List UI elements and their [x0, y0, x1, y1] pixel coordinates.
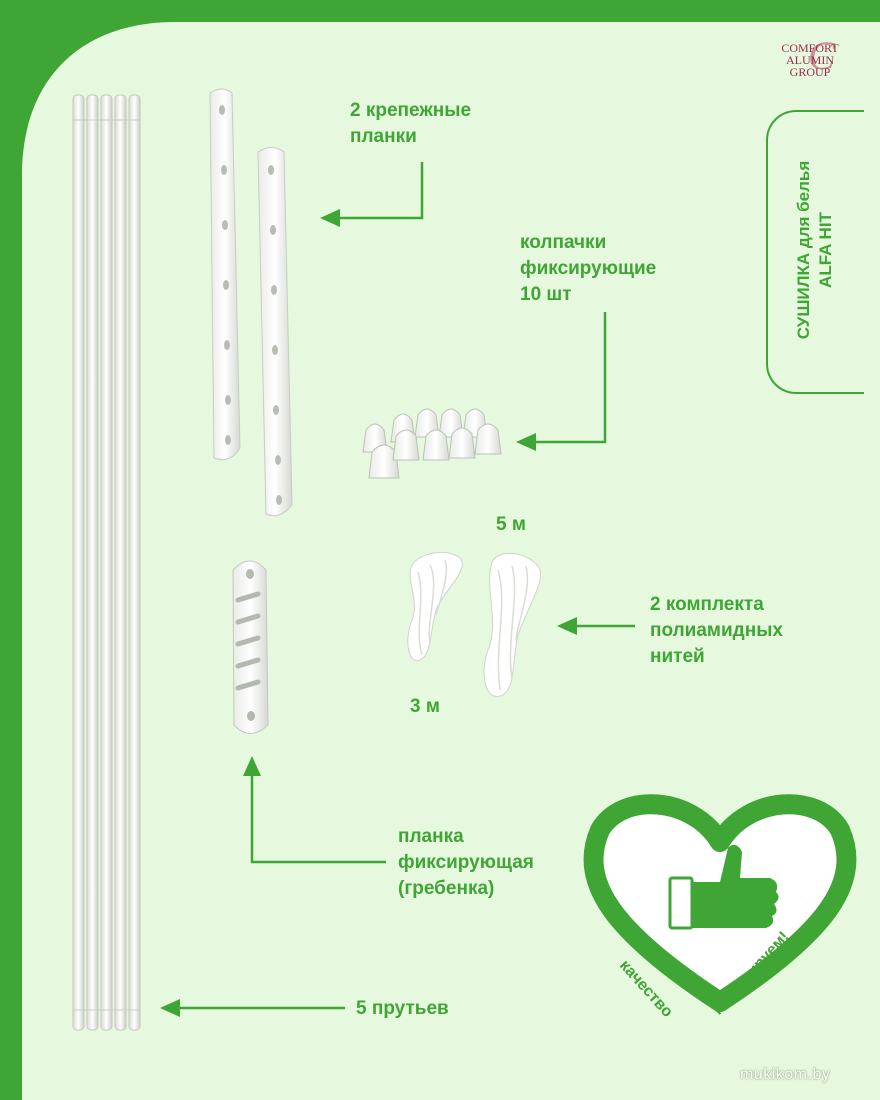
- cap: [368, 444, 400, 479]
- brand-logo-line: COMFORT: [781, 41, 839, 55]
- label-line: нитей: [650, 646, 705, 667]
- label-rods: 5 прутьев: [356, 998, 449, 1019]
- rod: [86, 94, 99, 1031]
- rods: [72, 94, 141, 1031]
- cap: [422, 429, 450, 461]
- brand-logo-line: GROUP: [789, 65, 831, 79]
- label-line: планки: [350, 126, 417, 147]
- cap: [392, 429, 420, 461]
- rod: [100, 94, 113, 1031]
- rod: [114, 94, 127, 1031]
- cap: [448, 427, 476, 459]
- arrow-bars: [336, 162, 424, 220]
- fixing-comb: [232, 560, 269, 734]
- label-line: 2 комплекта: [650, 594, 764, 615]
- label-line: (гребенка): [398, 878, 495, 899]
- thread-bundle: [483, 552, 541, 697]
- label-length-3m: 3 м: [410, 696, 440, 717]
- label-line: полиамидных: [650, 620, 783, 641]
- arrow-heads: [160, 209, 577, 1017]
- label-line: фиксирующая: [398, 852, 534, 873]
- product-name-tab: [766, 110, 864, 394]
- brand-logo: COMFORT ALUMIN GROUP: [770, 42, 850, 78]
- label-fixing-caps: колпачки фиксирующие 10 шт: [520, 230, 656, 308]
- label-line: фиксирующие: [520, 258, 657, 279]
- label-line: 2 крепежные: [350, 100, 472, 121]
- mounting-bar: [209, 88, 241, 461]
- label-mounting-bars: 2 крепежные планки: [350, 98, 471, 150]
- mounting-bar: [257, 147, 293, 517]
- brand-logo-mark: C: [808, 33, 835, 78]
- arrows: [176, 162, 635, 1010]
- fixing-caps: [362, 408, 502, 479]
- label-fixing-comb: планка фиксирующая (гребенка): [398, 824, 534, 902]
- label-threads: 2 комплекта полиамидных нитей: [650, 592, 783, 670]
- label-line: колпачки: [520, 232, 607, 253]
- arrow-comb: [250, 772, 386, 864]
- label-length-5m: 5 м: [496, 514, 526, 535]
- thumbs-up-icon: [668, 844, 779, 930]
- thread-bundle: [407, 551, 463, 662]
- brand-logo-line: ALUMIN: [786, 53, 834, 67]
- rod: [128, 94, 141, 1031]
- cap: [474, 423, 502, 455]
- watermark: mukikom.by: [740, 1066, 831, 1083]
- rod: [72, 94, 85, 1031]
- arrow-caps: [532, 312, 607, 444]
- label-line: планка: [398, 826, 464, 847]
- quality-badge: [583, 794, 857, 1012]
- label-line: 10 шт: [520, 284, 572, 305]
